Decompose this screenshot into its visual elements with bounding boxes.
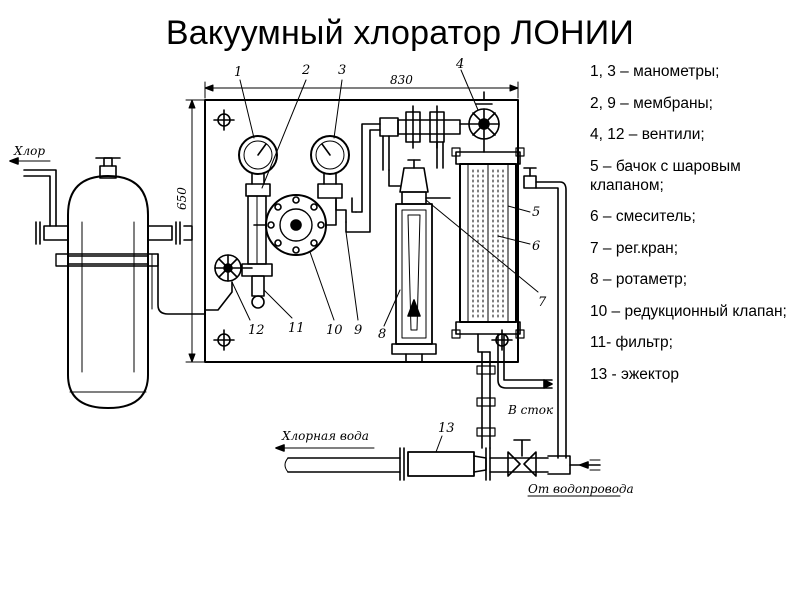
tank-bolts (451, 147, 525, 339)
membrane-9 (335, 197, 357, 223)
dimension-width-label: 830 (390, 73, 413, 87)
callout-2: 2 (301, 63, 310, 78)
regulating-cock-7 (399, 159, 429, 205)
callout-4: 4 (455, 57, 464, 72)
callout-7: 7 (538, 295, 547, 310)
side-valve-icon (523, 167, 537, 189)
legend-item: 10 – редукционный клапан; (590, 302, 787, 320)
filter-11 (251, 275, 265, 309)
callout-12: 12 (248, 323, 265, 338)
mount-hole-icon (213, 329, 235, 351)
flow-arrow-icon (275, 444, 375, 452)
rotameter-8 (391, 203, 437, 363)
callout-13: 13 (438, 421, 455, 436)
mixer-6 (472, 169, 504, 319)
reduction-valve-10-icon (265, 194, 327, 256)
dimension-width (204, 81, 519, 99)
top-manifold (379, 105, 461, 171)
legend-item: 4, 12 – вентили; (590, 126, 705, 143)
chlorine-cylinder (23, 157, 193, 409)
legend-item: 5 – бачок с шаровым клапаном; (590, 157, 741, 194)
legend-item: 7 – рег.кран; (590, 239, 679, 257)
float-tank-5 (455, 151, 521, 335)
water-supply-label: От водопровода (528, 482, 634, 496)
cylinder-outlet-pipe (157, 253, 206, 315)
valve-12-icon (214, 254, 242, 282)
drain-label: В сток (507, 403, 554, 417)
legend-item: 1, 3 – манометры; (590, 63, 720, 80)
pipe-couplings (476, 365, 496, 437)
manometer-3-icon (310, 135, 350, 199)
callout-6: 6 (532, 239, 540, 254)
dimension-height-label: 650 (175, 187, 189, 210)
slide-title: Вакуумный хлоратор ЛОНИИ (165, 14, 635, 52)
supply-valve-icon (507, 439, 537, 477)
callout-10: 10 (326, 323, 343, 338)
mount-hole-icon (491, 329, 513, 351)
component-legend: 1, 3 – манометры; 2, 9 – мембраны; 4, 12… (590, 62, 795, 396)
legend-item: 6 – смеситель; (590, 208, 696, 225)
chlorine-flow-label: Хлор (13, 144, 45, 158)
ejector-13 (399, 447, 491, 481)
mount-hole-icon (213, 109, 235, 131)
drain-pipe (497, 333, 553, 389)
callout-9: 9 (354, 323, 362, 338)
callout-1: 1 (234, 65, 242, 80)
legend-item: 8 – ротаметр; (590, 271, 688, 288)
flow-arrow-icon (9, 157, 51, 165)
callout-5: 5 (532, 205, 540, 220)
legend-item: 13 - эжектор (590, 365, 680, 383)
legend-item: 11- фильтр; (590, 334, 673, 351)
chlorine-water-label: Хлорная вода (281, 429, 369, 443)
callout-11: 11 (288, 321, 305, 336)
callout-8: 8 (378, 327, 386, 342)
manometer-1-icon (238, 135, 278, 197)
pipe-to-top-manifold (345, 129, 381, 233)
callout-leaders (231, 69, 539, 453)
water-feed-pipe (535, 181, 567, 459)
legend-item: 2, 9 – мембраны; (590, 94, 713, 112)
dimension-height (185, 99, 205, 363)
callout-3: 3 (338, 63, 346, 78)
